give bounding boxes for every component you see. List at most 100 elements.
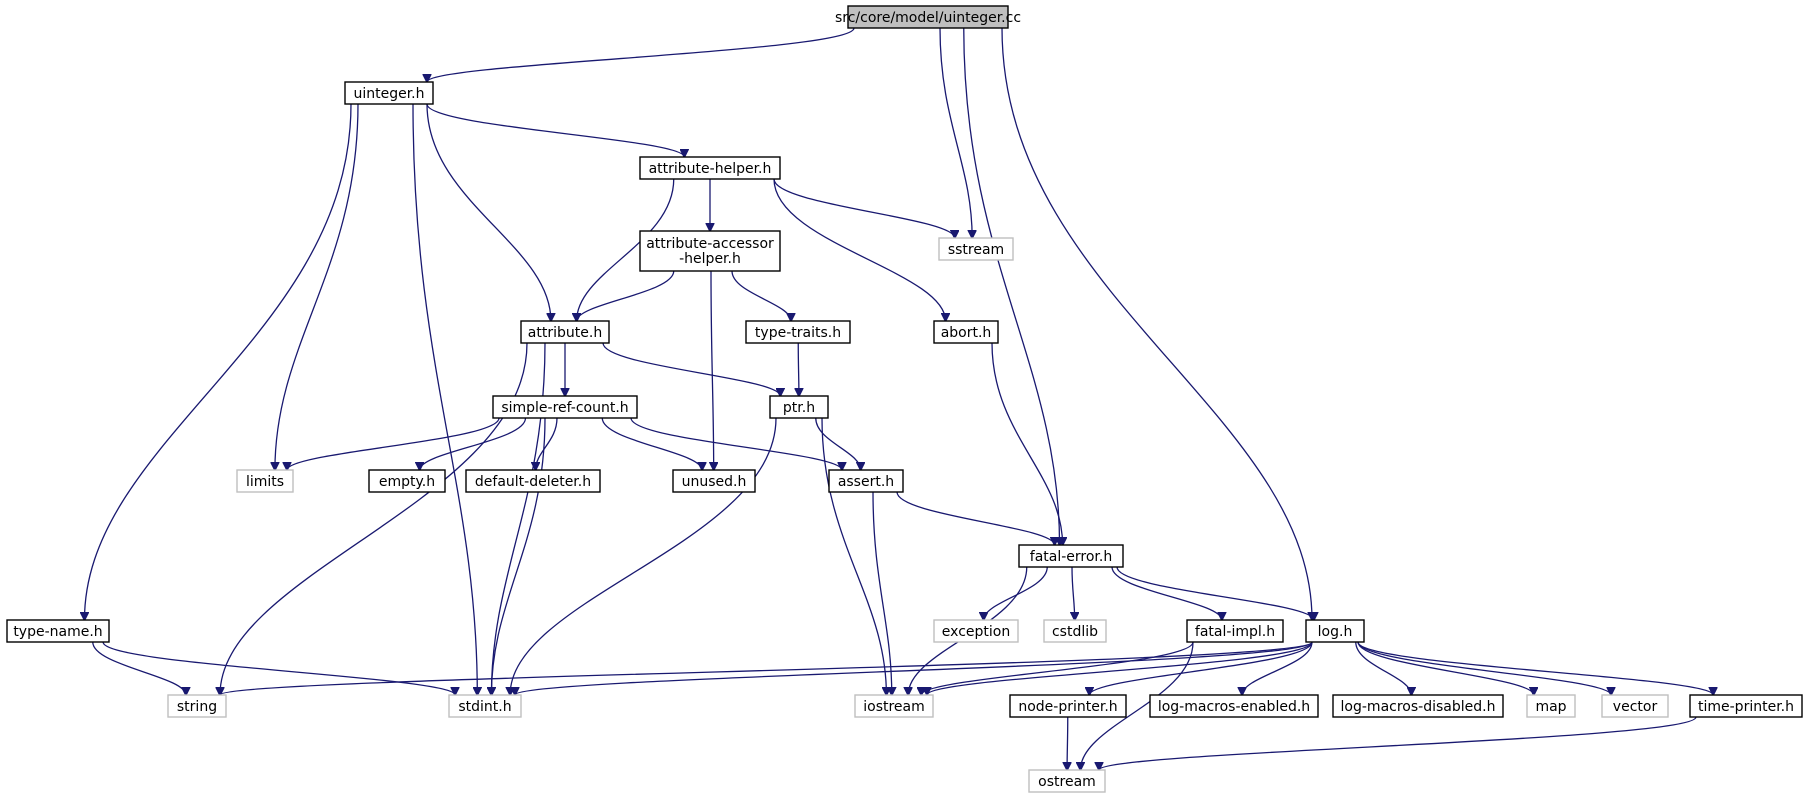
edge-log-h-to-string <box>220 641 1313 695</box>
node-box <box>368 469 446 493</box>
node-label: fatal-impl.h <box>1195 624 1275 640</box>
edge-node-printer-h-to-ostream <box>1067 716 1068 770</box>
node-simple-ref-count-h[interactable]: simple-ref-count.h <box>492 395 638 419</box>
node-label: map <box>1535 699 1566 715</box>
node-log-macros-enabled-h[interactable]: log-macros-enabled.h <box>1149 694 1319 718</box>
node-node-printer-h[interactable]: node-printer.h <box>1009 694 1127 718</box>
node-box <box>1043 619 1107 643</box>
edge-uinteger-h-to-type-name-h <box>84 103 352 620</box>
node-box <box>344 81 434 105</box>
node-time-printer-h[interactable]: time-printer.h <box>1689 694 1803 718</box>
edge-fatal-error-h-to-cstdlib <box>1072 566 1075 620</box>
node-attribute-accessor-helper-h[interactable]: attribute-accessor-helper.h <box>639 230 781 272</box>
node-box <box>1526 694 1576 718</box>
edge-simple-ref-count-h-to-assert-h <box>630 417 842 470</box>
edge-ptr-h-to-stdint-h <box>510 417 777 695</box>
node-fatal-impl-h[interactable]: fatal-impl.h <box>1186 619 1284 643</box>
node-box <box>1689 694 1803 718</box>
node-attribute-helper-h[interactable]: attribute-helper.h <box>639 156 781 180</box>
node-log-macros-disabled-h[interactable]: log-macros-disabled.h <box>1332 694 1504 718</box>
node-type-traits-h[interactable]: type-traits.h <box>745 320 851 344</box>
node-label: stdint.h <box>458 699 511 715</box>
edge-fatal-impl-h-to-iostream <box>921 641 1194 695</box>
edge-simple-ref-count-h-to-empty-h <box>420 417 527 470</box>
edge-ptr-h-to-assert-h <box>815 417 861 470</box>
node-box <box>769 395 829 419</box>
edge-log-h-to-node-printer-h <box>1089 641 1313 695</box>
edge-uinteger-cc-to-uinteger-h <box>427 27 855 82</box>
edge-attribute-accessor-helper-h-to-unused-h <box>711 270 714 470</box>
edge-attribute-helper-h-to-sstream <box>773 178 955 238</box>
node-box <box>1028 769 1106 793</box>
node-label: ostream <box>1038 774 1096 790</box>
edge-log-h-to-iostream <box>927 641 1313 695</box>
node-label: src/core/model/uinteger.cc <box>835 10 1021 26</box>
node-ptr-h[interactable]: ptr.h <box>769 395 829 419</box>
edge-type-name-h-to-string <box>92 641 186 695</box>
edge-log-h-to-stdint-h <box>515 641 1313 695</box>
edge-log-h-to-log-macros-enabled-h <box>1242 641 1313 695</box>
node-label: log-macros-enabled.h <box>1158 699 1310 715</box>
node-box <box>933 320 999 344</box>
edge-fatal-error-h-to-log-h <box>1116 566 1314 620</box>
node-label: default-deleter.h <box>475 474 591 490</box>
edge-fatal-error-h-to-exception <box>984 566 1048 620</box>
node-type-name-h[interactable]: type-name.h <box>6 619 110 643</box>
node-string: string <box>167 694 227 718</box>
node-box <box>465 469 601 493</box>
node-log-h[interactable]: log.h <box>1305 619 1365 643</box>
node-box <box>854 694 934 718</box>
edges-layer <box>84 27 1713 770</box>
node-label: fatal-error.h <box>1030 549 1112 565</box>
node-label: sstream <box>948 242 1004 258</box>
node-label: time-printer.h <box>1698 699 1794 715</box>
node-empty-h[interactable]: empty.h <box>368 469 446 493</box>
edge-type-traits-h-to-ptr-h <box>798 342 799 396</box>
edge-assert-h-to-iostream <box>872 491 892 695</box>
node-label: type-traits.h <box>755 325 841 341</box>
node-label: attribute-helper.h <box>649 161 772 177</box>
node-limits: limits <box>236 469 294 493</box>
node-label: unused.h <box>682 474 747 490</box>
node-iostream: iostream <box>854 694 934 718</box>
node-label: node-printer.h <box>1018 699 1117 715</box>
edge-uinteger-h-to-attribute-helper-h <box>426 103 684 157</box>
edge-uinteger-cc-to-fatal-error-h <box>963 27 1060 545</box>
node-uinteger-h[interactable]: uinteger.h <box>344 81 434 105</box>
node-label: iostream <box>863 699 925 715</box>
node-ostream: ostream <box>1028 769 1106 793</box>
edge-abort-h-to-fatal-error-h <box>991 342 1063 545</box>
node-map: map <box>1526 694 1576 718</box>
node-attribute-h[interactable]: attribute.h <box>520 320 610 344</box>
edge-attribute-accessor-helper-h-to-type-traits-h <box>731 270 791 321</box>
edge-uinteger-h-to-limits <box>275 103 359 470</box>
node-box <box>520 320 610 344</box>
node-box <box>492 395 638 419</box>
node-label: string <box>177 699 217 715</box>
edge-log-h-to-time-printer-h <box>1357 641 1713 695</box>
edge-time-printer-h-to-ostream <box>1099 716 1697 770</box>
node-exception: exception <box>933 619 1019 643</box>
node-label: uinteger.h <box>353 86 424 102</box>
node-box <box>933 619 1019 643</box>
node-label: empty.h <box>379 474 435 490</box>
node-box <box>1332 694 1504 718</box>
node-box <box>1305 619 1365 643</box>
node-box <box>1149 694 1319 718</box>
edge-log-h-to-map <box>1357 641 1534 695</box>
node-sstream: sstream <box>938 237 1014 261</box>
node-box <box>672 469 756 493</box>
edge-uinteger-h-to-stdint-h <box>412 103 477 695</box>
nodes-layer: src/core/model/uinteger.cc uinteger.h attr… <box>6 5 1803 793</box>
node-assert-h[interactable]: assert.h <box>828 469 904 493</box>
node-default-deleter-h[interactable]: default-deleter.h <box>465 469 601 493</box>
node-box <box>6 619 110 643</box>
node-uinteger-cc[interactable]: src/core/model/uinteger.cc <box>835 5 1021 29</box>
edge-type-name-h-to-stdint-h <box>102 641 455 695</box>
node-abort-h[interactable]: abort.h <box>933 320 999 344</box>
edge-fatal-impl-h-to-ostream <box>1080 641 1194 770</box>
node-box <box>167 694 227 718</box>
node-fatal-error-h[interactable]: fatal-error.h <box>1018 544 1124 568</box>
node-unused-h[interactable]: unused.h <box>672 469 756 493</box>
